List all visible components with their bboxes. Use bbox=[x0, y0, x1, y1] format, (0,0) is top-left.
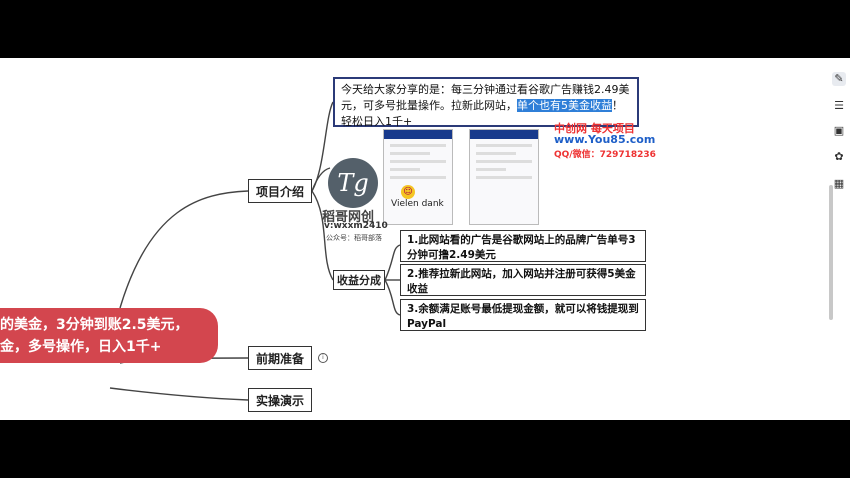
watermark-line-1: 中创网 每天项目 bbox=[554, 122, 635, 135]
pin-icon[interactable]: ✎ bbox=[832, 72, 846, 86]
callout-highlight: 单个也有5美金收益 bbox=[517, 99, 612, 112]
node-demo[interactable]: 实操演示 bbox=[248, 388, 312, 412]
node-revenue-split[interactable]: 收益分成 bbox=[333, 270, 385, 290]
right-toolbar: ✎ ☰ ▣ ✿ ▦ bbox=[828, 68, 850, 410]
node-project-intro[interactable]: 项目介绍 bbox=[248, 179, 312, 203]
mindmap-canvas[interactable]: 的美金，3分钟到账2.5美元， 金，多号操作，日入1千+ 项目介绍 收益分成 前… bbox=[0, 58, 850, 420]
brand-logo: Tg bbox=[328, 158, 378, 208]
emoji-icon: ☺ bbox=[401, 185, 415, 199]
brand-wechat: v:wxxm2410 bbox=[324, 221, 388, 231]
benefit-2[interactable]: 2.推荐拉新此网站，加入网站并注册可获得5美金收益 bbox=[400, 264, 646, 296]
list-icon[interactable]: ☰ bbox=[834, 99, 844, 112]
callout-text-after: ！轻松日入1千+ bbox=[341, 99, 623, 128]
brand-gzh: 公众号：稻哥部落 bbox=[326, 234, 382, 242]
vielen-dank-text: Vielen dank bbox=[391, 199, 444, 209]
style-icon[interactable]: ✿ bbox=[834, 150, 844, 163]
brand-name: 稻哥网创 bbox=[322, 210, 375, 225]
phone-screenshot-2 bbox=[469, 129, 539, 225]
callout-intro-text[interactable]: 今天给大家分享的是：每三分钟通过看谷歌广告赚钱2.49美元，可多号批量操作。拉新… bbox=[333, 77, 639, 128]
outline-icon[interactable]: ▣ bbox=[833, 124, 845, 137]
benefit-1[interactable]: 1.此网站看的广告是谷歌网站上的品牌广告单号3分钟可撸2.49美元 bbox=[400, 230, 646, 262]
watermark-line-3: QQ/微信：729718236 bbox=[554, 150, 656, 160]
callout-text-before: 今天给大家分享的是：每三分钟通过看谷歌广告赚钱2.49美元，可多号批量操作。拉新… bbox=[341, 83, 630, 112]
benefit-3[interactable]: 3.余额满足账号最低提现金额，就可以将钱提现到PayPal bbox=[400, 299, 646, 331]
root-line-2: 金，多号操作，日入1千+ bbox=[0, 339, 162, 355]
scrollbar[interactable] bbox=[829, 185, 833, 320]
info-icon[interactable]: i bbox=[318, 353, 328, 363]
calendar-icon[interactable]: ▦ bbox=[833, 177, 845, 190]
node-preparation[interactable]: 前期准备 bbox=[248, 346, 312, 370]
root-topic[interactable]: 的美金，3分钟到账2.5美元， 金，多号操作，日入1千+ bbox=[0, 308, 218, 363]
root-line-1: 的美金，3分钟到账2.5美元， bbox=[0, 317, 189, 333]
phone-screenshot-1 bbox=[383, 129, 453, 225]
watermark-line-2: www.You85.com bbox=[554, 133, 656, 146]
